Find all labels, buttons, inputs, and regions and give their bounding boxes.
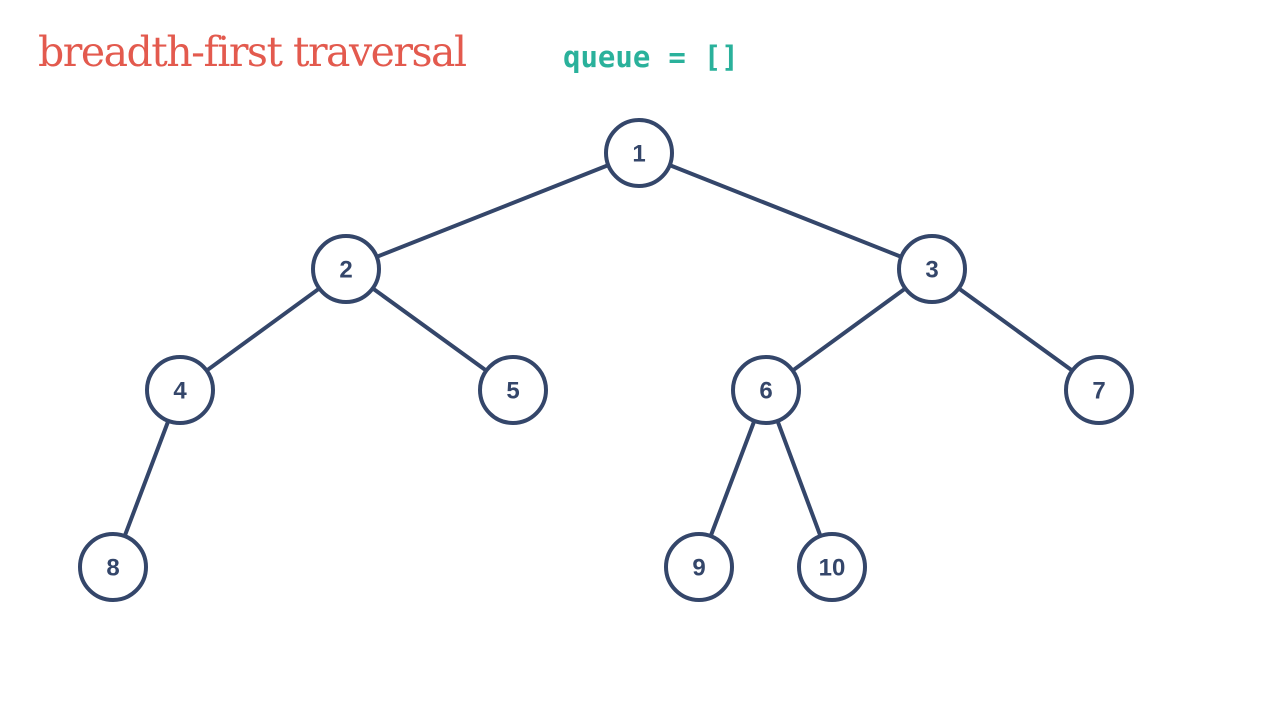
node-circle [604, 118, 674, 188]
node-label: 10 [819, 555, 846, 582]
tree-node-5: 5 [478, 355, 548, 425]
tree-node-7: 7 [1064, 355, 1134, 425]
node-circle [731, 355, 801, 425]
edge-2-5 [370, 286, 489, 373]
node-circle [897, 234, 967, 304]
node-circle [478, 355, 548, 425]
page-title: breadth-first traversal [38, 28, 467, 76]
edge-3-6 [790, 286, 908, 373]
edge-1-2 [374, 163, 611, 259]
queue-display: queue = [] [563, 40, 739, 75]
node-circle [797, 532, 867, 602]
tree-node-2: 2 [311, 234, 381, 304]
node-label: 6 [759, 378, 772, 405]
tree-node-10: 10 [797, 532, 867, 602]
queue-equals: = [668, 40, 686, 74]
tree-node-6: 6 [731, 355, 801, 425]
node-circle [145, 355, 215, 425]
node-label: 3 [925, 257, 938, 284]
node-label: 9 [692, 555, 705, 582]
tree-node-8: 8 [78, 532, 148, 602]
node-circle [78, 532, 148, 602]
node-circle [311, 234, 381, 304]
edge-2-4 [204, 286, 322, 373]
nodes-layer: 1 2 3 4 5 6 7 8 9 10 [78, 118, 1134, 602]
node-label: 1 [632, 141, 645, 168]
edge-6-9 [708, 418, 757, 539]
queue-value: [] [703, 40, 739, 74]
edge-4-8 [122, 418, 171, 539]
node-label: 5 [506, 378, 519, 405]
edges-layer [122, 163, 1075, 539]
edge-3-7 [956, 286, 1075, 373]
tree-node-4: 4 [145, 355, 215, 425]
node-label: 8 [106, 555, 119, 582]
tree-node-9: 9 [664, 532, 734, 602]
edge-6-10 [775, 418, 823, 539]
edge-1-3 [667, 163, 904, 259]
node-label: 2 [339, 257, 352, 284]
node-label: 4 [173, 378, 187, 405]
node-circle [664, 532, 734, 602]
tree-node-3: 3 [897, 234, 967, 304]
node-label: 7 [1092, 378, 1105, 405]
tree-node-1: 1 [604, 118, 674, 188]
queue-label: queue [563, 40, 651, 74]
node-circle [1064, 355, 1134, 425]
